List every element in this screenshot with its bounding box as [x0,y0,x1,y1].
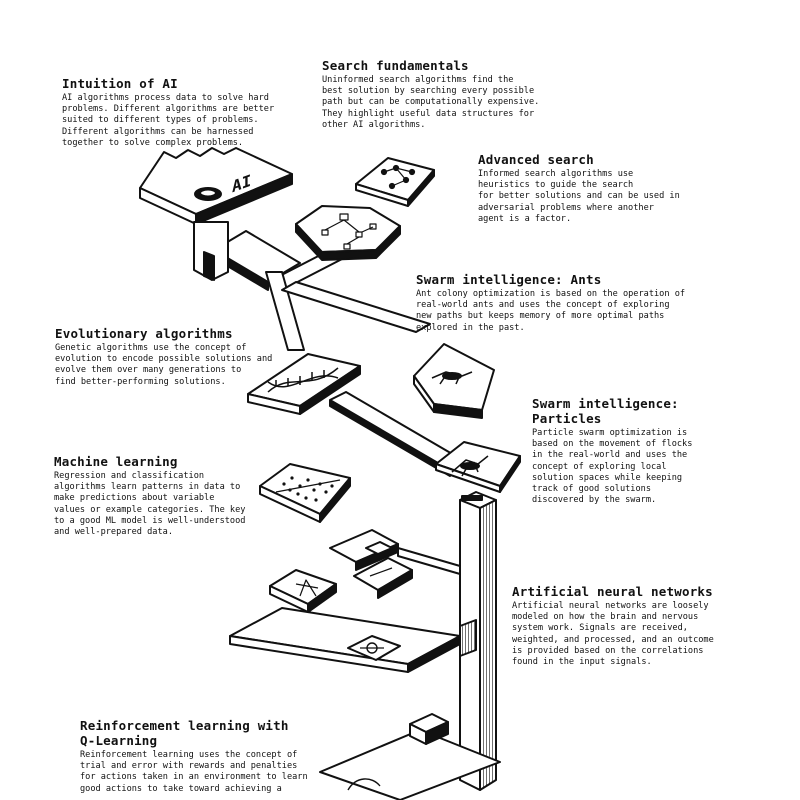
ants-node [413,343,495,419]
section-line: adversarial problems where another [478,202,654,213]
section-line: found in the input signals. [512,657,652,668]
section-line: Regression and classification [54,471,205,481]
section-line: Informed search algorithms use [478,169,634,179]
section-line: path but can be computationally expensiv… [322,97,540,108]
section-line: Ant colony optimization is based on the … [416,289,686,299]
section-line: other AI algorithms. [322,119,426,130]
section-search: Search fundamentals Uninformed search al… [322,58,582,131]
section-title: Swarm intelligence: Ants [416,272,602,287]
section-line: real-world ants and uses the concept of … [416,300,670,311]
section-advanced-search: Advanced search Informed search algorith… [478,152,718,225]
section-line: evolve them over many generations to [55,365,242,376]
section-line: Artificial neural networks are loosely [512,601,709,611]
ml-bridge [329,529,413,599]
section-title: Swarm intelligence: Particles [532,396,722,426]
section-line: solution spaces while keeping [532,472,683,483]
section-line: evolution to encode possible solutions a… [55,354,273,365]
path-ml-to-tower [397,547,461,575]
section-title: Search fundamentals [322,58,469,73]
section-line: find better-performing solutions. [55,376,226,387]
section-line: algorithms learn patterns in data to [54,482,241,493]
section-evolutionary: Evolutionary algorithms Genetic algorith… [55,326,295,388]
section-line: based on the movement of flocks [532,439,693,450]
section-line: system work. Signals are received, [512,623,688,634]
path-to-evolution [265,271,305,351]
section-title: Advanced search [478,152,594,167]
section-line: Particle swarm optimization is [532,428,688,438]
section-line: agent is a factor. [478,213,572,224]
ann-input-node [269,569,337,613]
section-line: Different algorithms can be harnessed [62,126,254,137]
section-line: AI algorithms process data to solve hard [62,93,269,103]
section-ann: Artificial neural networks Artificial ne… [512,584,752,668]
ml-node [259,463,351,523]
section-line: explored in the past. [416,322,525,333]
section-title: Artificial neural networks [512,584,713,599]
section-line: is provided based on the correlations [512,645,704,656]
ai-start-block: AI [139,147,293,281]
section-line: make predictions about variable [54,493,215,504]
section-title-line: Swarm intelligence: [532,396,679,411]
section-line: new paths but keeps memory of more optim… [416,311,665,322]
search-node [295,205,401,261]
section-particles: Swarm intelligence: Particles Particle s… [532,396,722,506]
section-title: Evolutionary algorithms [55,326,233,341]
particles-node [435,441,521,493]
section-rl: Reinforcement learning with Q-Learning R… [80,718,340,795]
section-line: and well-prepared data. [54,527,173,538]
section-line: for actions taken in an environment to l… [80,772,308,783]
section-line: good actions to take toward achieving a [80,783,282,794]
section-line: best solution by searching every possibl… [322,86,535,97]
section-title-line: Q-Learning [80,733,158,748]
section-ml: Machine learning Regression and classifi… [54,454,294,538]
section-line: weighted, and processed, and an outcome [512,634,714,645]
section-line: Uninformed search algorithms find the [322,75,514,85]
section-title: Reinforcement learning with Q-Learning [80,718,340,748]
section-line: to a good ML model is well-understood [54,515,246,526]
section-line: problems. Different algorithms are bette… [62,104,275,115]
section-title-line: Particles [532,411,602,426]
section-title: Intuition of AI [62,76,178,91]
section-line: They highlight useful data structures fo… [322,108,535,119]
section-line: concept of exploring local [532,461,667,472]
section-line: suited to different types of problems. [62,115,259,126]
section-line: for better solutions and can be used in [478,191,680,202]
section-line: in the real-world and uses the [532,450,688,461]
ai-block-label: AI [232,171,251,196]
section-title-line: Reinforcement learning with [80,718,289,733]
section-line: Genetic algorithms use the concept of [55,343,247,353]
section-line: modeled on how the brain and nervous [512,612,699,623]
section-intuition: Intuition of AI AI algorithms process da… [62,76,312,149]
section-line: together to solve complex problems. [62,137,244,148]
section-line: Reinforcement learning uses the concept … [80,750,298,760]
section-line: track of good solutions [532,484,651,495]
rl-node [319,713,501,800]
section-title: Machine learning [54,454,178,469]
section-line: discovered by the swarm. [532,495,657,506]
section-line: values or example categories. The key [54,504,246,515]
section-line: trial and error with rewards and penalti… [80,761,298,772]
section-ants: Swarm intelligence: Ants Ant colony opti… [416,272,716,334]
evolution-node [247,353,361,415]
advanced-search-node [355,157,435,207]
section-line: heuristics to guide the search [478,180,634,191]
ann-output-node [229,607,477,673]
path-junction-to-ants [281,281,431,333]
